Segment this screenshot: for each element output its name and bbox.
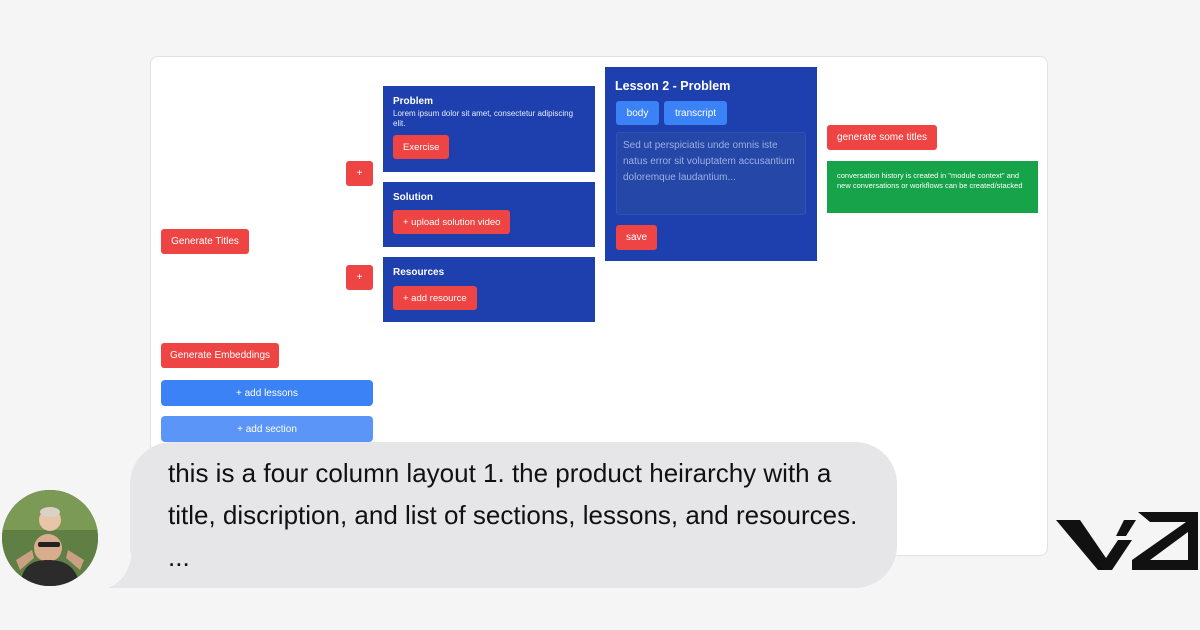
avatar-photo-icon bbox=[2, 490, 98, 586]
generate-titles-button[interactable]: Generate Titles bbox=[161, 229, 249, 254]
resources-card[interactable]: Resources + add resource bbox=[383, 257, 595, 322]
chat-message-text: this is a four column layout 1. the prod… bbox=[168, 458, 858, 572]
v12-logo-icon bbox=[1056, 512, 1198, 570]
add-section-button[interactable]: + add section bbox=[161, 416, 373, 442]
problem-description: Lorem ipsum dolor sit amet, consectetur … bbox=[393, 109, 574, 128]
exercise-button[interactable]: Exercise bbox=[393, 135, 450, 159]
generate-some-titles-button[interactable]: generate some titles bbox=[827, 125, 937, 150]
lesson-editor-title: Lesson 2 - Problem bbox=[615, 79, 731, 93]
save-button[interactable]: save bbox=[616, 225, 657, 250]
lesson-body-textarea[interactable]: Sed ut perspiciatis unde omnis iste natu… bbox=[616, 132, 806, 215]
generate-embeddings-button[interactable]: Generate Embeddings bbox=[161, 343, 279, 368]
conversation-context-note: conversation history is created in "modu… bbox=[827, 161, 1038, 213]
solution-card[interactable]: Solution + upload solution video bbox=[383, 182, 595, 247]
add-resource-button[interactable]: + add resource bbox=[393, 286, 477, 310]
chat-bubble bbox=[130, 442, 897, 588]
problem-title: Problem bbox=[393, 96, 434, 107]
lesson-editor-panel: Lesson 2 - Problem body transcript Sed u… bbox=[605, 67, 817, 261]
add-lessons-button[interactable]: + add lessons bbox=[161, 380, 373, 406]
resources-title: Resources bbox=[393, 267, 445, 278]
upload-solution-video-button[interactable]: + upload solution video bbox=[393, 210, 511, 234]
problem-card[interactable]: Problem Lorem ipsum dolor sit amet, cons… bbox=[383, 86, 595, 172]
add-between-solution-resources-button[interactable]: + bbox=[346, 265, 373, 290]
avatar bbox=[2, 490, 98, 586]
tab-transcript[interactable]: transcript bbox=[664, 101, 727, 125]
add-between-problem-solution-button[interactable]: + bbox=[346, 161, 373, 186]
tab-body[interactable]: body bbox=[616, 101, 659, 125]
solution-title: Solution bbox=[393, 192, 433, 203]
